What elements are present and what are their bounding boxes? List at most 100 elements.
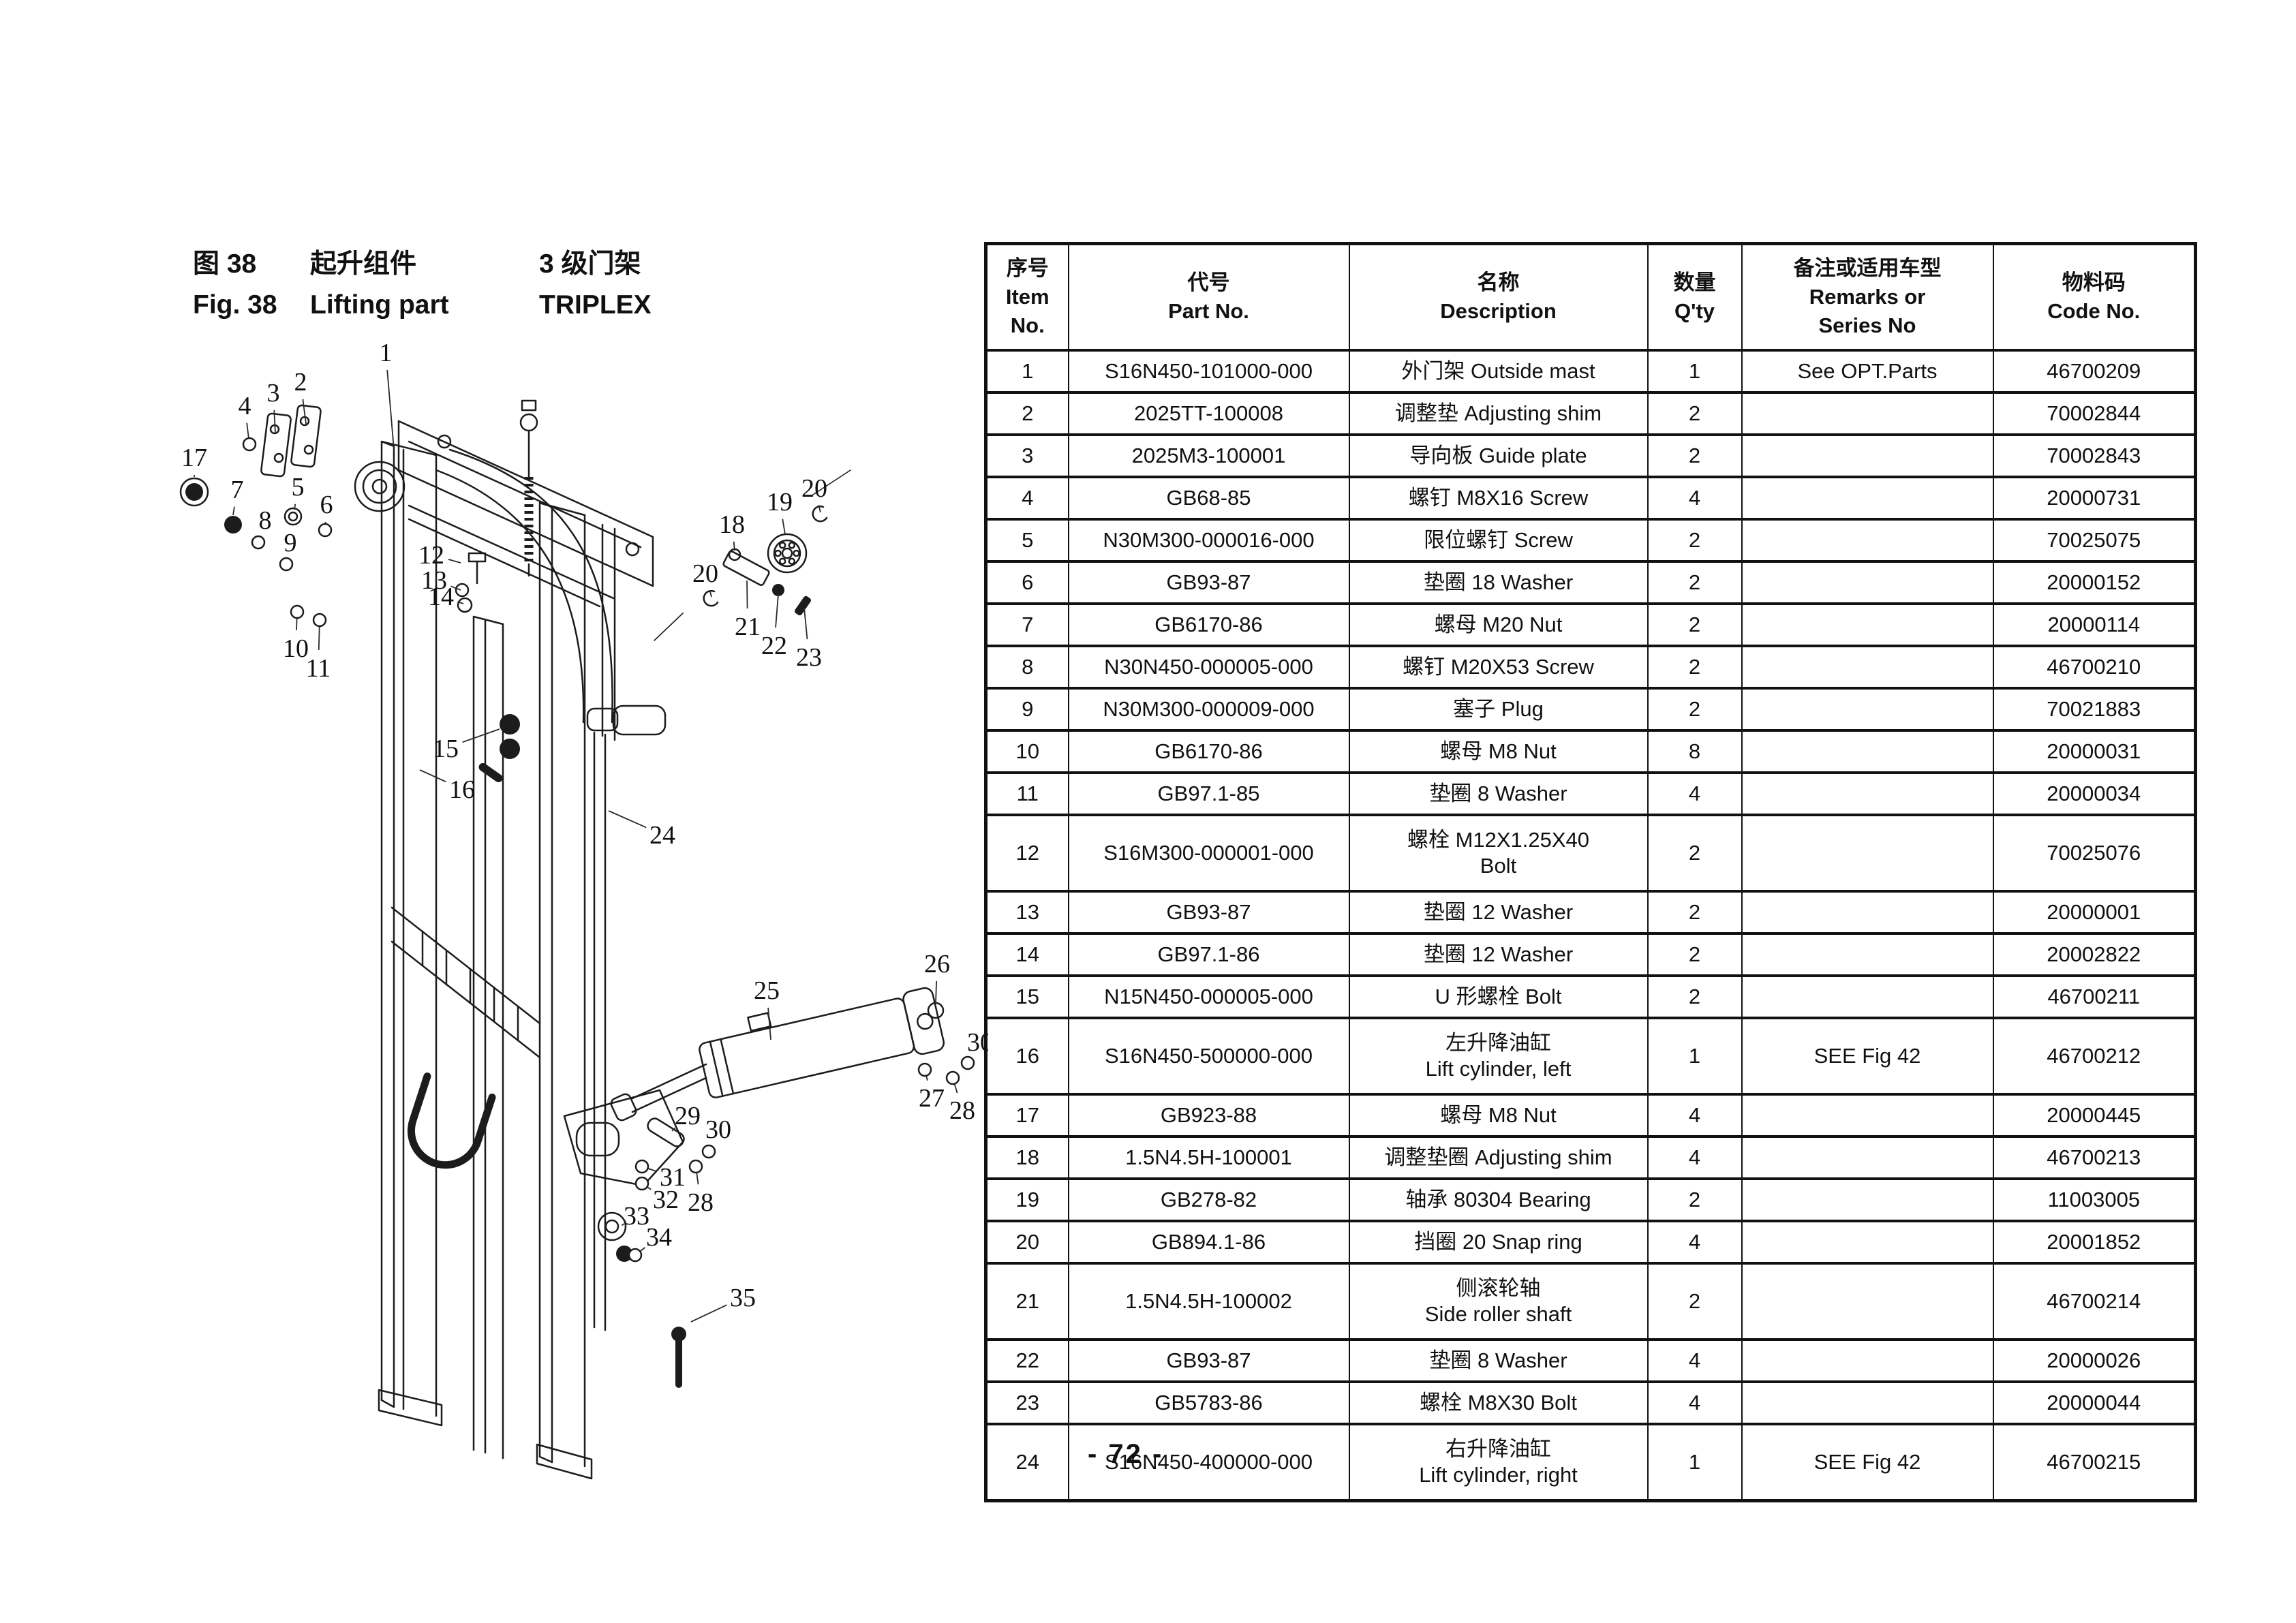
- cell-item-no: 16: [985, 1017, 1069, 1096]
- cell-code-no: 46700214: [1992, 1262, 2196, 1341]
- figure-label-en: Fig. 38: [193, 290, 277, 320]
- cell-qty: 2: [1647, 560, 1743, 605]
- cell-part-no: GB97.1-86: [1067, 932, 1350, 977]
- callout-leader: [608, 810, 647, 829]
- callout-leader: [457, 601, 464, 604]
- cell-qty: 4: [1647, 1093, 1743, 1138]
- cell-description: 垫圈 8 Washer: [1348, 1338, 1649, 1383]
- cell-part-no: S16N450-400000-000: [1067, 1423, 1350, 1502]
- callout-7: 7: [231, 476, 244, 504]
- cell-remarks: [1741, 1220, 1994, 1265]
- cell-qty: 2: [1647, 814, 1743, 893]
- cell-qty: 2: [1647, 687, 1743, 732]
- callout-leader: [775, 593, 779, 628]
- cell-description: 导向板 Guide plate: [1348, 433, 1649, 478]
- cell-qty: 4: [1647, 1380, 1743, 1425]
- cell-code-no: 11003005: [1992, 1177, 2196, 1222]
- cell-part-no: S16N450-500000-000: [1067, 1017, 1350, 1096]
- cell-description: 螺钉 M20X53 Screw: [1348, 645, 1649, 690]
- cell-qty: 8: [1647, 729, 1743, 774]
- callout-leader: [448, 559, 461, 563]
- cell-qty: 1: [1647, 1423, 1743, 1502]
- cell-code-no: 46700210: [1992, 645, 2196, 690]
- cell-remarks: [1741, 729, 1994, 774]
- cell-item-no: 24: [985, 1423, 1069, 1502]
- callout-32: 32: [653, 1186, 679, 1214]
- small-part: [960, 1055, 975, 1070]
- cell-description: 垫圈 8 Washer: [1348, 771, 1649, 816]
- cell-code-no: 20000031: [1992, 729, 2196, 774]
- cell-code-no: 20000152: [1992, 560, 2196, 605]
- small-part: [945, 1070, 960, 1085]
- mounting-bracket: [563, 1089, 685, 1187]
- cell-code-no: 20000001: [1992, 890, 2196, 935]
- figure-label-cn: 图 38: [193, 249, 257, 279]
- cell-remarks: [1741, 1177, 1994, 1222]
- cell-item-no: 22: [985, 1338, 1069, 1383]
- cell-part-no: N30M300-000009-000: [1067, 687, 1350, 732]
- cell-qty: 2: [1647, 391, 1743, 436]
- cell-item-no: 8: [985, 645, 1069, 690]
- chain-anchor-rod: [519, 399, 538, 577]
- cell-part-no: GB6170-86: [1067, 602, 1350, 647]
- cell-item-no: 10: [985, 729, 1069, 774]
- cell-code-no: 46700215: [1992, 1423, 2196, 1502]
- small-part: [917, 1062, 932, 1077]
- figure-title-cn: 图 38 起升组件 3 级门架: [193, 240, 652, 283]
- callout-leader: [273, 409, 276, 434]
- cell-remarks: [1741, 687, 1994, 732]
- cell-qty: 2: [1647, 1177, 1743, 1222]
- cell-remarks: SEE Fig 42: [1741, 1423, 1994, 1502]
- callout-leader: [450, 585, 461, 591]
- cell-qty: 4: [1647, 1135, 1743, 1180]
- callout-leader: [767, 1007, 771, 1040]
- cell-part-no: 2025TT-100008: [1067, 391, 1350, 436]
- cell-code-no: 70002843: [1992, 433, 2196, 478]
- cell-remarks: [1741, 974, 1994, 1019]
- cell-code-no: 46700212: [1992, 1017, 2196, 1096]
- callout-leader: [733, 541, 735, 551]
- callout-leader: [294, 504, 296, 510]
- cell-code-no: 20000044: [1992, 1380, 2196, 1425]
- cell-item-no: 13: [985, 890, 1069, 935]
- cell-remarks: [1741, 771, 1994, 816]
- small-part: [634, 1159, 649, 1174]
- cell-code-no: 70002844: [1992, 391, 2196, 436]
- cell-description: 螺母 M8 Nut: [1348, 1093, 1649, 1138]
- bearing-wheel: [767, 533, 808, 574]
- outer-mast-left-rail: [378, 440, 443, 1427]
- cell-code-no: 20000026: [1992, 1338, 2196, 1383]
- cell-remarks: [1741, 560, 1994, 605]
- cell-code-no: 20001852: [1992, 1220, 2196, 1265]
- cell-item-no: 9: [985, 687, 1069, 732]
- callout-14: 14: [428, 583, 454, 611]
- cell-description: 螺母 M20 Nut: [1348, 602, 1649, 647]
- cell-remarks: [1741, 932, 1994, 977]
- cell-item-no: 15: [985, 974, 1069, 1019]
- callout-23: 23: [796, 643, 822, 672]
- callout-leader: [232, 506, 235, 516]
- cell-part-no: GB93-87: [1067, 560, 1350, 605]
- top-cross-beam: [397, 420, 654, 724]
- cross-brace: [391, 906, 541, 1059]
- small-part: [318, 523, 333, 538]
- cell-part-no: GB5783-86: [1067, 1380, 1350, 1425]
- cell-description: 轴承 80304 Bearing: [1348, 1177, 1649, 1222]
- callout-20: 20: [801, 474, 827, 503]
- callout-13: 13: [421, 566, 447, 595]
- small-part: [688, 1159, 703, 1174]
- cell-code-no: 46700213: [1992, 1135, 2196, 1180]
